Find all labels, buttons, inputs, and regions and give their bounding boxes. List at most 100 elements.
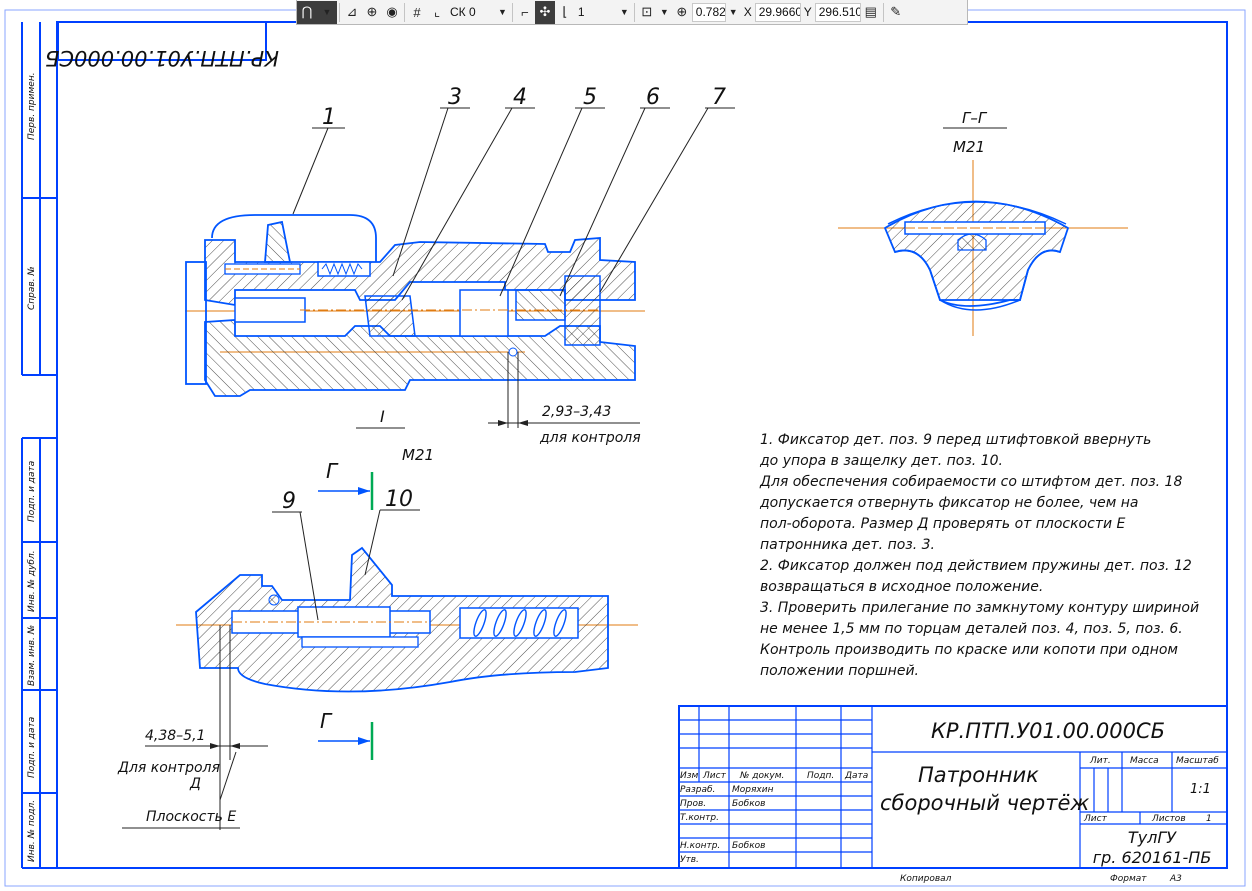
layer-select-button[interactable]: ✣ xyxy=(534,0,555,24)
magnet-icon: ⋂ xyxy=(301,4,313,19)
tb-org-line2: гр. 620161-ПБ xyxy=(1093,848,1212,867)
y-label: Y xyxy=(803,5,812,19)
position-label-9: 9 xyxy=(282,489,296,514)
section-scale: М21 xyxy=(953,138,985,156)
tb-name: Бобков xyxy=(732,799,765,809)
note-line: допускается отвернуть фиксатор не более,… xyxy=(759,495,1139,511)
position-label-1: 1 xyxy=(322,105,336,130)
position-label-3: 3 xyxy=(448,85,462,110)
tb-scale-value: 1:1 xyxy=(1190,782,1211,797)
zoom-window-button[interactable]: ⊡ xyxy=(637,1,657,24)
zoom-field[interactable]: 0.782 xyxy=(691,2,726,22)
cut-letter-lower: Г xyxy=(320,709,333,733)
grid-button[interactable]: # xyxy=(407,1,427,24)
view-label: I xyxy=(380,407,385,426)
note-line: патронника дет. поз. 3. xyxy=(760,537,935,553)
left-margin-strip xyxy=(21,22,57,869)
local-cs-icon: ⊕ xyxy=(366,4,378,19)
chevron-down-icon[interactable]: ▼ xyxy=(498,7,507,17)
tb-org-line1: ТулГУ xyxy=(1128,828,1177,847)
note-line: 3. Проверить прилегание по замкнутому ко… xyxy=(760,600,1199,616)
detail-fixator-view[interactable] xyxy=(122,546,638,830)
tb-role: Утв. xyxy=(680,855,699,865)
tb-role: Т.контр. xyxy=(680,813,719,823)
position-label-6: 6 xyxy=(646,85,660,110)
tb-name: Бобков xyxy=(732,841,765,851)
tb-header-izm: Изм xyxy=(680,771,699,781)
side-label-inv-podl: Инв. № подл. xyxy=(27,800,37,862)
round-button[interactable]: ⌐ xyxy=(515,1,535,24)
leader-lines-main xyxy=(292,107,735,301)
tb-format-label: Формат xyxy=(1110,874,1147,884)
main-assembly-view[interactable] xyxy=(185,214,645,428)
cut-letter-upper: Г xyxy=(326,459,339,483)
cut-mark-g-upper xyxy=(318,472,374,510)
tb-header-data: Дата xyxy=(844,771,868,781)
note-line: не менее 1,5 мм по торцам деталей поз. 4… xyxy=(760,621,1183,637)
dimension-2-93-3-43: 2,93–3,43 xyxy=(542,404,611,420)
chevron-down-icon[interactable]: ▼ xyxy=(659,7,669,17)
lock-coords-button[interactable]: ▤ xyxy=(861,1,881,24)
section-g-g-view[interactable] xyxy=(838,160,1128,336)
layers-icon: ✣ xyxy=(539,4,551,19)
tb-sheet-label: Лист xyxy=(1083,814,1108,824)
note-line: 1. Фиксатор дет. поз. 9 перед штифтовкой… xyxy=(760,432,1151,448)
note-line: пол-оборота. Размер Д проверять от плоск… xyxy=(760,516,1126,532)
cut-mark-g-lower xyxy=(318,722,374,760)
position-label-10: 10 xyxy=(385,487,413,512)
position-label-7: 7 xyxy=(712,85,726,110)
layer-icon-button[interactable]: ⌊ xyxy=(555,1,575,24)
layer-value[interactable]: 1 xyxy=(577,5,585,19)
chevron-down-icon[interactable]: ▼ xyxy=(619,7,629,17)
side-label-vzam-inv: Взам. инв. № xyxy=(27,625,37,686)
coord-system-value[interactable]: СК 0 xyxy=(450,5,476,19)
zoom-in-icon: ⊕ xyxy=(676,4,688,19)
dimension-2-note-line2: Д xyxy=(189,776,201,792)
side-label-podp-data-2: Подп. и дата xyxy=(27,717,37,778)
side-label-inv-dubl: Инв. № дубл. xyxy=(27,550,37,612)
zoom-button[interactable]: ⊕ xyxy=(672,1,692,24)
grid-icon: # xyxy=(413,4,421,20)
toolbar-separator xyxy=(882,2,884,22)
toolbar-separator xyxy=(511,2,513,22)
chevron-down-icon[interactable]: ▼ xyxy=(728,7,738,17)
tb-role: Н.контр. xyxy=(680,841,720,851)
eyedropper-button[interactable]: ✎ xyxy=(886,1,906,24)
local-cs-button[interactable]: ⊕ xyxy=(362,1,382,24)
note-line: положении поршней. xyxy=(760,663,919,679)
technical-notes: 1. Фиксатор дет. поз. 9 перед штифтовкой… xyxy=(759,432,1199,679)
position-label-4: 4 xyxy=(513,85,527,110)
view-scale: М21 xyxy=(402,446,434,464)
y-coordinate-field[interactable]: 296.5100 xyxy=(814,2,861,22)
ortho-button[interactable]: ⊿ xyxy=(342,1,362,24)
tb-sheets-label: Листов xyxy=(1151,814,1186,824)
tb-copied-label: Копировал xyxy=(900,874,952,884)
toolbar-separator xyxy=(633,2,635,22)
tb-header-list: Лист xyxy=(702,771,727,781)
note-line: Для обеспечения собираемости со штифтом … xyxy=(759,474,1182,490)
sheet-outer-frame xyxy=(4,9,1246,887)
axes-icon: ⌞ xyxy=(433,4,441,19)
floating-toolbar: ⋂ ▼ ⊿ ⊕ ◉ # ⌞ СК 0 ▼ ⌐ ✣ ⌊ 1 ▼ ⊡ ▼ ⊕ 0.7… xyxy=(296,0,968,25)
note-line: Контроль производить по краске или копот… xyxy=(760,642,1178,658)
visibility-button[interactable]: ◉ xyxy=(382,1,402,24)
designation-mirrored: КР.ПТП.У01.00.000СБ xyxy=(45,46,279,70)
note-line: возвращаться в исходное положение. xyxy=(760,579,1043,595)
snap-magnet-button[interactable]: ⋂ xyxy=(297,0,317,24)
tb-name: Моряхин xyxy=(732,785,774,795)
tb-role: Пров. xyxy=(680,799,706,809)
toolbar-separator xyxy=(339,2,340,22)
snap-dropdown-button[interactable]: ▼ xyxy=(317,0,337,24)
layer-bracket-icon: ⌊ xyxy=(562,4,568,19)
x-coordinate-field[interactable]: 29.9660 xyxy=(754,2,801,22)
tb-mass-label: Масса xyxy=(1130,756,1159,766)
tb-lit-label: Лит. xyxy=(1089,756,1111,766)
dimension-note-dlya-kontrolya: для контроля xyxy=(539,430,641,446)
tb-sheets-value: 1 xyxy=(1206,814,1212,824)
eye-icon: ◉ xyxy=(386,4,398,19)
tb-header-dokum: № докум. xyxy=(739,771,784,781)
title-block[interactable]: Изм Лист № докум. Подп. Дата Разраб. Мор… xyxy=(678,705,1228,884)
lock-icon: ▤ xyxy=(864,4,877,19)
coord-system-button[interactable]: ⌞ xyxy=(427,1,447,24)
